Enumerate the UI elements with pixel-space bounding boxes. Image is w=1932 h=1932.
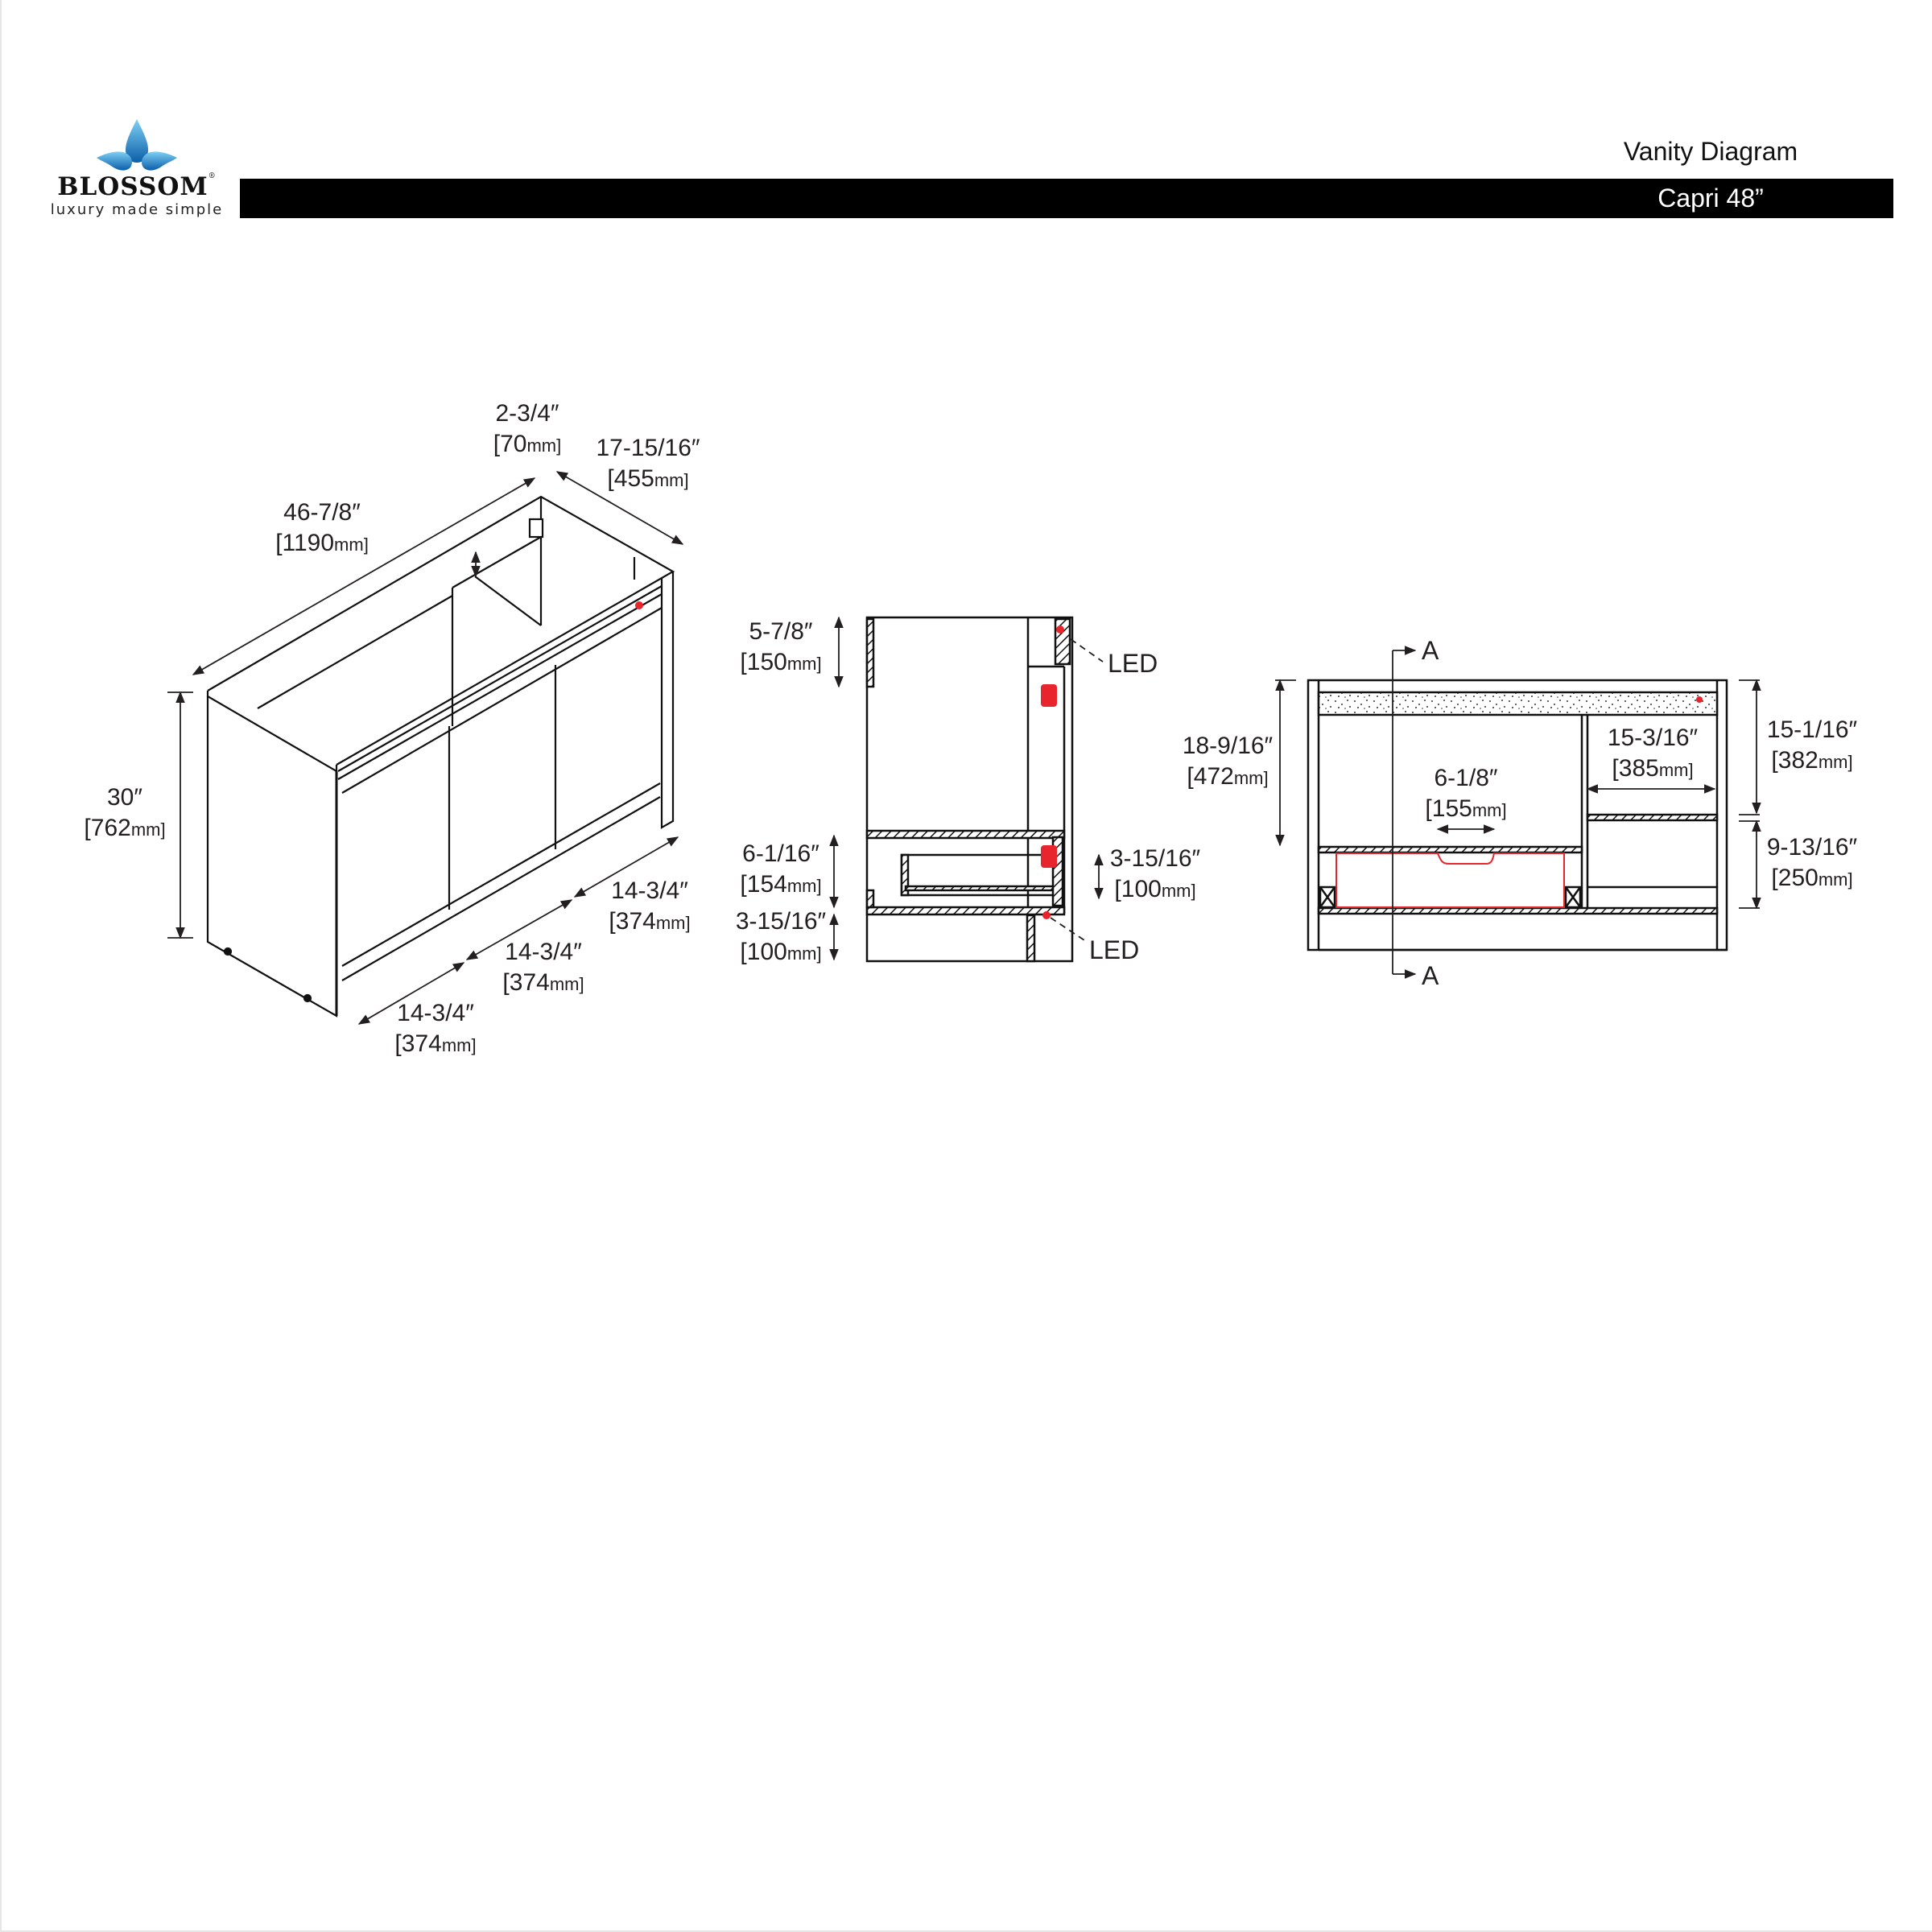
- front-drawer-outline: [1335, 852, 1565, 908]
- section-marker-bottom: A: [1422, 961, 1439, 990]
- section-view: [865, 616, 1074, 963]
- dim-depth: 17-15/16″ [455mm]: [596, 435, 700, 492]
- dim-top-rail: 5-7/8″ [150mm]: [740, 618, 822, 675]
- front-dimension-lines: [1275, 646, 1761, 979]
- blossom-logo: BLOSSOM® luxury made simple: [40, 113, 233, 221]
- dim-handle-width: 6-1/8″ [155mm]: [1425, 765, 1507, 822]
- dim-side-bay-width: 15-3/16″ [385mm]: [1607, 724, 1699, 782]
- brand-name: BLOSSOM®: [57, 172, 217, 201]
- dim-height: 30″ [762mm]: [84, 784, 166, 841]
- title-bar: [240, 179, 1893, 218]
- brand-tagline: luxury made simple: [50, 201, 224, 218]
- dim-door-2: 14-3/4″ [374mm]: [502, 939, 584, 996]
- section-marker-top: A: [1422, 636, 1439, 665]
- dim-door-1: 14-3/4″ [374mm]: [394, 1000, 477, 1057]
- blossom-flower-icon: [97, 119, 177, 171]
- isometric-dimension-lines: [167, 471, 684, 1025]
- document-title: Vanity Diagram: [1623, 137, 1798, 166]
- model-name: Capri 48”: [1657, 184, 1764, 213]
- dim-drawer-zone: 6-1/16″ [154mm]: [740, 840, 822, 898]
- dim-drawer-height: 3-15/16″ [100mm]: [1109, 845, 1201, 902]
- dim-top-gap: 2-3/4″ [70mm]: [493, 400, 562, 457]
- front-view: [1307, 679, 1728, 952]
- dim-overall-width: 46-7/8″ [1190mm]: [275, 499, 369, 556]
- dim-lower-height: 9-13/16″ [250mm]: [1766, 834, 1858, 891]
- dim-interior-height: 18-9/16″ [472mm]: [1182, 733, 1274, 790]
- dim-upper-height: 15-1/16″ [382mm]: [1766, 716, 1858, 774]
- dim-door-3: 14-3/4″ [374mm]: [609, 877, 691, 935]
- section-dimension-lines: [829, 616, 1104, 961]
- dim-bottom-toe: 3-15/16″ [100mm]: [735, 908, 827, 965]
- led-label-bottom: LED: [1089, 935, 1140, 964]
- led-label-top: LED: [1108, 649, 1158, 678]
- section-led-fixtures: [1041, 625, 1064, 919]
